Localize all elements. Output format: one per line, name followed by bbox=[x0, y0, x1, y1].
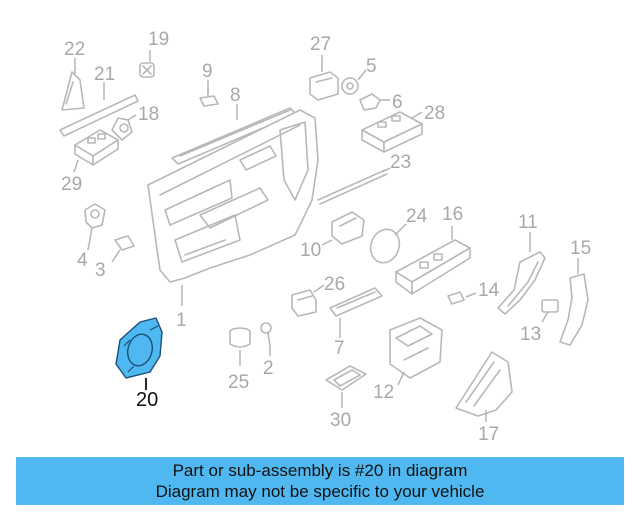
part-10-bracket bbox=[331, 211, 365, 245]
info-banner: Part or sub-assembly is #20 in diagram D… bbox=[16, 457, 624, 505]
callout-28: 28 bbox=[424, 103, 445, 124]
banner-line-2: Diagram may not be specific to your vehi… bbox=[155, 482, 485, 501]
callout-21: 21 bbox=[94, 64, 115, 85]
callout-22: 22 bbox=[64, 39, 85, 60]
part-19-clip bbox=[139, 62, 155, 78]
callout-18: 18 bbox=[138, 104, 159, 125]
part-11-door-handle bbox=[497, 251, 546, 315]
part-28-window-switch bbox=[361, 111, 423, 153]
callout-1: 1 bbox=[176, 310, 187, 331]
callout-8: 8 bbox=[230, 85, 241, 106]
callout-12: 12 bbox=[373, 382, 394, 403]
parts-diagram: 22 21 19 18 29 9 8 bbox=[59, 29, 591, 445]
callout-10: 10 bbox=[300, 240, 321, 261]
part-17-lower-trim bbox=[455, 351, 513, 417]
part-15-grab-handle bbox=[559, 273, 589, 346]
part-30-inner-handle bbox=[325, 365, 367, 391]
part-26-switch bbox=[291, 289, 317, 317]
callout-20: 20 bbox=[136, 389, 158, 411]
part-21-belt-molding bbox=[59, 94, 139, 137]
callout-27: 27 bbox=[310, 34, 331, 55]
callout-24: 24 bbox=[406, 206, 428, 227]
part-20-speaker-bracket[interactable] bbox=[115, 317, 163, 379]
part-9-clip bbox=[199, 87, 219, 107]
callout-7: 7 bbox=[334, 338, 345, 359]
part-4-lock-knob bbox=[84, 203, 106, 229]
part-12-housing bbox=[389, 317, 443, 379]
part-27-switch bbox=[309, 71, 339, 101]
part-23-rod bbox=[317, 169, 388, 205]
callout-4: 4 bbox=[77, 250, 88, 271]
callout-2: 2 bbox=[263, 358, 274, 379]
callout-13: 13 bbox=[520, 324, 541, 345]
callout-15: 15 bbox=[570, 238, 591, 259]
callout-19: 19 bbox=[148, 29, 169, 50]
part-5-connector bbox=[341, 77, 359, 95]
callout-23: 23 bbox=[390, 152, 411, 173]
part-25-plug bbox=[229, 327, 251, 348]
part-13-switch bbox=[541, 299, 559, 313]
callout-26: 26 bbox=[324, 274, 345, 295]
part-3-bushing bbox=[114, 235, 135, 251]
part-24-speaker-grille bbox=[369, 228, 401, 264]
part-2-screw bbox=[260, 322, 272, 347]
callout-16: 16 bbox=[442, 204, 463, 225]
banner-line-1: Part or sub-assembly is #20 in diagram bbox=[172, 461, 468, 480]
callout-25: 25 bbox=[228, 372, 249, 393]
callout-30: 30 bbox=[330, 410, 351, 431]
part-16-switch-panel bbox=[395, 239, 471, 295]
callout-29: 29 bbox=[61, 174, 82, 195]
callout-14: 14 bbox=[478, 280, 500, 301]
callout-17: 17 bbox=[478, 424, 499, 445]
part-18-bulb bbox=[111, 117, 133, 141]
callout-11: 11 bbox=[518, 212, 538, 233]
callout-5: 5 bbox=[366, 56, 377, 77]
callout-3: 3 bbox=[95, 260, 106, 281]
part-22-mirror-cover bbox=[61, 71, 85, 111]
part-6-connector bbox=[359, 93, 381, 111]
part-1-door-panel bbox=[147, 109, 319, 283]
part-7-handle-bezel bbox=[329, 287, 383, 317]
callout-9: 9 bbox=[202, 61, 213, 82]
part-14-clip bbox=[447, 291, 465, 305]
callout-6: 6 bbox=[392, 92, 403, 113]
part-29-switch bbox=[74, 129, 119, 166]
